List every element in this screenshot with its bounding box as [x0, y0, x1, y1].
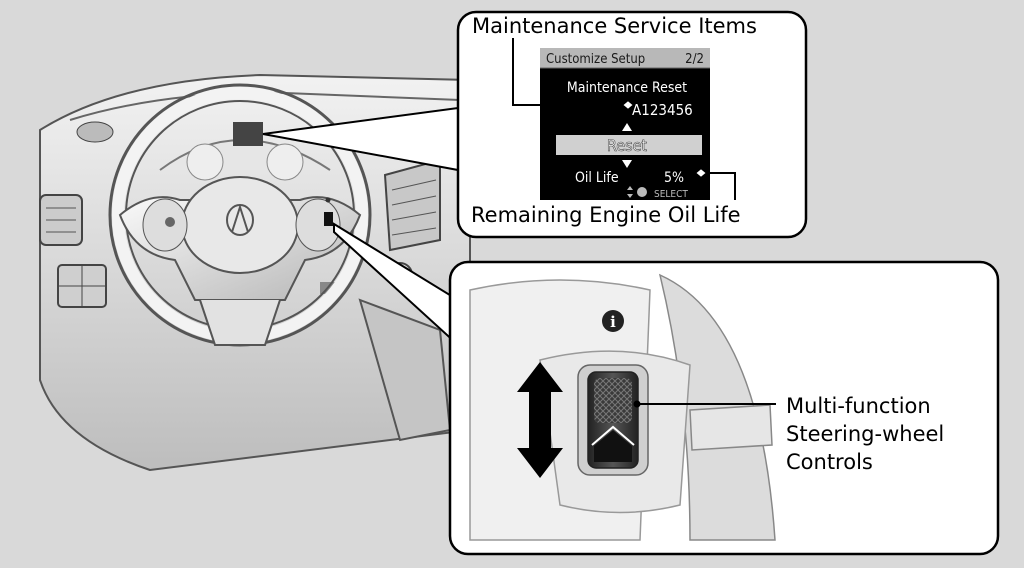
down-arrow-icon — [622, 160, 632, 168]
multi-information-display: Customize Setup 2/2 Maintenance Reset A1… — [540, 48, 710, 200]
controls-label-line3: Controls — [786, 450, 873, 474]
screen-header-left: Customize Setup — [546, 52, 645, 67]
controls-label-line1: Multi-function — [786, 394, 931, 418]
callout-leader-bottom — [633, 400, 776, 408]
steering-roller-marker — [324, 212, 333, 226]
select-down-icon — [627, 194, 633, 198]
callout-leaders-top — [512, 38, 736, 200]
screen-reset-label: Reset — [607, 136, 648, 155]
steering-wheel — [108, 83, 372, 347]
select-up-icon — [627, 186, 633, 190]
screen-select-hint: SELECT — [654, 189, 688, 200]
maintenance-items-label: Maintenance Service Items — [472, 14, 757, 38]
steering-switch-closeup: i — [469, 273, 776, 541]
screen-oil-value: 5% — [664, 170, 684, 186]
screen-header-right: 2/2 — [685, 52, 704, 67]
screen-title: Maintenance Reset — [567, 80, 687, 96]
up-arrow-icon — [622, 123, 632, 131]
up-down-arrow-icon — [517, 362, 563, 478]
controls-label: Multi-function Steering-wheel Controls — [786, 392, 944, 476]
select-dial-icon — [637, 187, 647, 197]
info-icon-glyph: i — [610, 313, 616, 331]
oil-life-label: Remaining Engine Oil Life — [471, 203, 741, 227]
screen-code: A123456 — [632, 101, 693, 119]
controls-label-line2: Steering-wheel — [786, 422, 945, 446]
screen-oil-label: Oil Life — [575, 170, 619, 186]
info-icon — [602, 310, 624, 332]
mid-display-marker — [233, 122, 263, 146]
